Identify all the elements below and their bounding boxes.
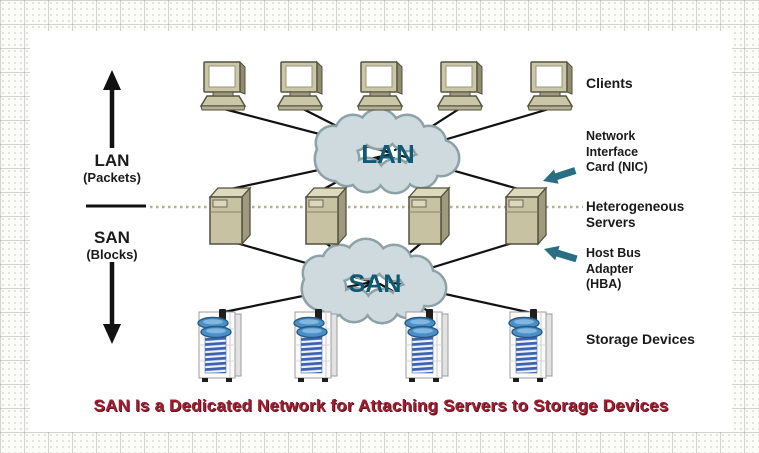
- hba-pointer-arrow-left-icon: [541, 241, 579, 267]
- lan-axis-title: LAN: [94, 151, 130, 170]
- server-tower-icon: [408, 187, 450, 245]
- heterogeneous-label-line1: Heterogeneous: [586, 199, 685, 214]
- client-computer-icon: [277, 61, 323, 111]
- hba-label: Host Bus Adapter (HBA): [586, 246, 641, 293]
- heterogeneous-label-line2: Servers: [586, 215, 636, 230]
- lan-packets-label: LAN (Packets): [52, 151, 172, 185]
- server-tower-icon: [305, 187, 347, 245]
- san-axis-subtitle: (Blocks): [86, 247, 138, 262]
- server-tower-icon: [209, 187, 251, 245]
- san-blocks-label: SAN (Blocks): [52, 228, 172, 262]
- storage-devices-label: Storage Devices: [586, 331, 695, 347]
- san-axis-title: SAN: [94, 228, 130, 247]
- server-tower-icon: [505, 187, 547, 245]
- hba-label-line3: (HBA): [586, 277, 622, 291]
- client-computer-icon: [437, 61, 483, 111]
- disk-array-icon: [404, 308, 449, 383]
- client-computer-icon: [200, 61, 246, 111]
- clients-label: Clients: [586, 75, 633, 91]
- lan-san-axis: [86, 70, 146, 344]
- slide-caption: SAN Is a Dedicated Network for Attaching…: [93, 396, 669, 415]
- lan-axis-subtitle: (Packets): [83, 170, 141, 185]
- hba-label-line1: Host Bus: [586, 246, 641, 260]
- nic-label-line3: Card (NIC): [586, 160, 648, 174]
- lan-cloud-label: LAN: [361, 139, 414, 169]
- client-computer-icon: [357, 61, 403, 111]
- nic-pointer-arrow-left-icon: [540, 163, 578, 189]
- disk-array-icon: [508, 308, 553, 383]
- arrow-down-head: [103, 324, 121, 344]
- nic-label-line1: Network: [586, 129, 636, 143]
- client-computer-icon: [527, 61, 573, 111]
- nic-label-line2: Interface: [586, 144, 639, 159]
- hba-label-line2: Adapter: [586, 261, 634, 276]
- nic-label: Network Interface Card (NIC): [586, 129, 648, 176]
- heterogeneous-servers-label: Heterogeneous Servers: [586, 199, 684, 231]
- arrow-up-head: [103, 70, 121, 90]
- san-cloud-label: SAN: [349, 270, 402, 298]
- disk-array-icon: [197, 308, 242, 383]
- disk-array-icon: [293, 308, 338, 383]
